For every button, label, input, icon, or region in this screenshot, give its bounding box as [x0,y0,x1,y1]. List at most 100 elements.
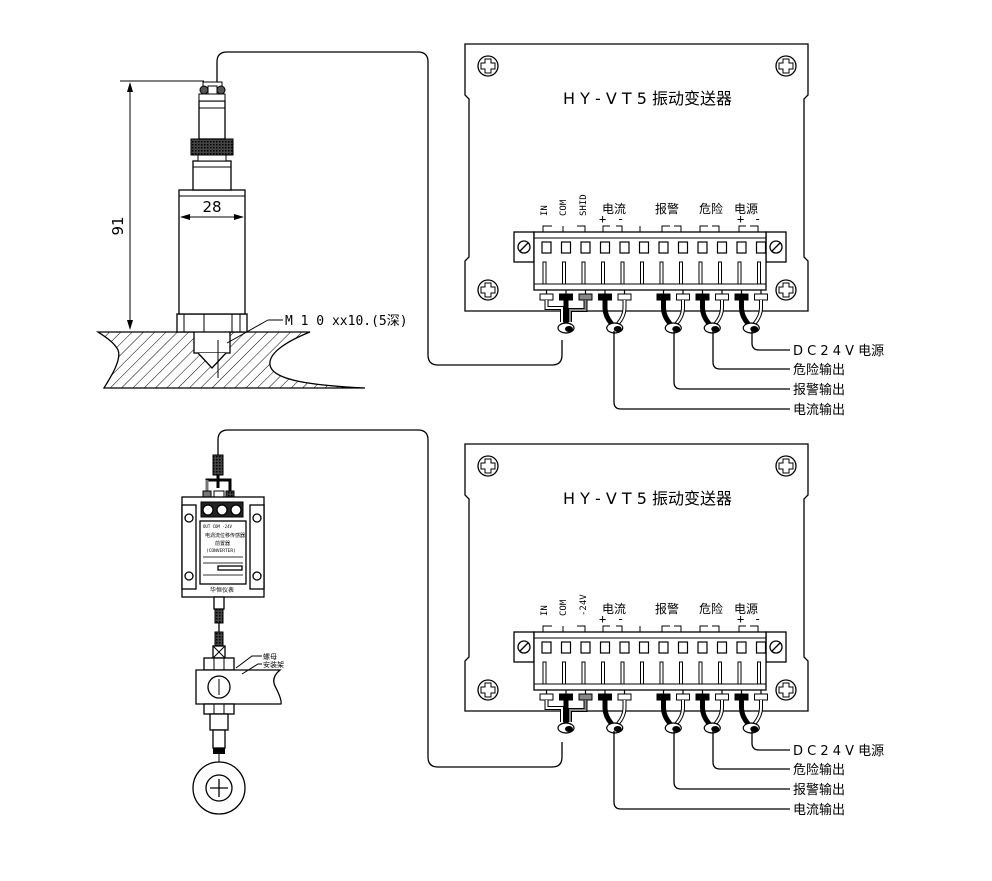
terminal-slot [697,641,708,654]
wire-ferrule [559,293,573,301]
group-label-alarm: 报警 [655,201,679,216]
terminal-slot [638,241,650,254]
terminal-slot [599,241,611,254]
screw-icon [775,279,797,301]
wire-ferrule [715,293,729,301]
transmitter-title: H Y - V T 5 振动变送器 [563,489,732,508]
screw-icon [477,279,499,301]
terminal-slot [638,641,650,654]
transmitter-title: H Y - V T 5 振动变送器 [563,89,732,108]
converter-terminal-row: OUT COM -24V [203,524,232,529]
wire-ferrule [656,293,671,301]
screw-icon [477,679,499,701]
screw-icon [477,55,499,77]
converter-subtitle: 前置器 [215,540,230,547]
screw-icon [477,455,499,477]
wire-ferrule [578,693,593,701]
terminal-slot [755,241,767,254]
polarity-minus: - [754,612,761,626]
terminal-slot [755,641,767,654]
terminal-slot [736,241,747,254]
wire-ferrule [617,693,632,701]
converter-name: 电涡流位移传感器 [205,532,245,539]
annotation-nut: 螺母 [263,652,277,661]
output-current: 电流输出 [793,402,845,418]
height-dimension: 91 [109,216,127,235]
terminal-slot [736,641,747,654]
terminal-label-in: IN [540,605,550,616]
converter-cable [217,429,563,768]
mounting-surface [95,331,366,389]
polarity-plus: + [599,612,606,626]
terminal-label-shid: SHID [579,194,589,216]
wire-ferrule [754,693,768,701]
group-label-power: 电源 [734,202,758,216]
wire-ferrule [676,293,690,301]
wire-ferrule [676,693,690,701]
terminal-slot [677,241,689,254]
polarity-minus: - [617,212,624,226]
terminal-slot [541,641,552,654]
output-alarm: 报警输出 [793,382,845,398]
terminal-slot [580,241,591,254]
terminal-slot [560,241,572,254]
sensor-cable-top [216,51,563,366]
wire-ferrule [695,293,710,301]
group-label-current: 电流 [602,602,626,616]
output-alarm: 报警输出 [793,782,845,798]
converter-model: (CONVERTER) [206,548,236,554]
screw-icon [775,679,797,701]
screw-icon [775,55,797,77]
transmitter-top: H Y - V T 5 振动变送器 IN COM SHID 电流 报警 危险 电… [464,43,884,418]
wire-ferrule [734,693,749,701]
output-dc24v: D C 2 4 V 电源 [793,344,884,359]
wire-ferrule [617,293,632,301]
wire-ferrule [598,293,612,301]
terminal-block [513,231,787,291]
terminal-slot [716,241,728,254]
terminal-slot [658,641,669,654]
group-label-current: 电流 [602,202,626,216]
output-danger: 危险输出 [793,362,845,378]
polarity-minus: - [754,212,761,226]
polarity-minus: - [617,612,624,626]
converter-assembly: OUT COM -24V 电涡流位移传感器 前置器 (CONVERTER) 华恒… [181,429,563,815]
terminal-label-com: COM [559,599,569,616]
terminal-slot [658,241,669,254]
converter-maker: 华恒仪表 [210,586,234,594]
terminal-block [513,631,787,691]
wire-ferrule [656,693,671,701]
wire-ferrule [598,693,612,701]
group-label-alarm: 报警 [655,601,679,616]
terminal-slot [677,641,689,654]
wire-ferrule [578,293,593,301]
thread-note: M 1 0 xx10.(5深) [285,314,408,329]
terminal-slot [697,241,708,254]
polarity-plus: + [737,612,744,626]
group-label-danger: 危险 [699,601,723,616]
terminal-slot [541,241,552,254]
output-danger: 危险输出 [793,762,845,778]
polarity-plus: + [737,212,744,226]
terminal-slot [560,641,572,654]
terminal-slot [580,641,591,654]
width-dimension: 28 [202,198,221,216]
wire-ferrule [695,693,710,701]
wire-ferrule [559,693,573,701]
terminal-slot [716,641,728,654]
terminal-label-in: IN [540,205,550,216]
terminal-label-24v: -24V [579,594,589,616]
terminal-slot [619,641,630,654]
wire-ferrule [539,293,554,301]
wire-ferrule [715,693,729,701]
transmitter-bottom: H Y - V T 5 振动变送器 IN COM -24V 电流 报警 危险 电… [464,443,884,818]
group-label-danger: 危险 [699,201,723,216]
wire-ferrule [734,293,749,301]
group-label-power: 电源 [734,602,758,616]
terminal-slot [599,641,611,654]
terminal-slot [619,241,630,254]
terminal-label-com: COM [559,199,569,216]
eddy-sensor-top: 91 28 M 1 0 xx10.(5深) [95,51,563,389]
annotation-bracket: 安装架 [263,660,284,669]
